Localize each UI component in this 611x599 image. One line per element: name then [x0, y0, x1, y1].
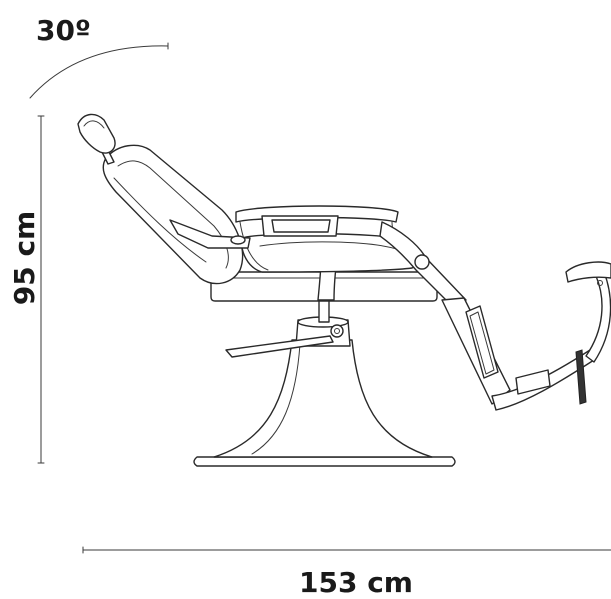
chair-base-plate: [193, 456, 456, 467]
backrest: [102, 144, 251, 285]
armrest-side: [239, 221, 269, 271]
chair-pedestal: [213, 339, 433, 458]
angle-label: 30º: [36, 14, 91, 47]
length-label: 153 cm: [299, 566, 413, 599]
pump-pedal-pivot: [330, 324, 344, 338]
footrest-pad: [565, 261, 611, 283]
backrest-inner-seam: [117, 160, 229, 269]
headrest-pad-edge: [83, 120, 105, 129]
footrest-panel-inner: [469, 311, 495, 375]
backrest-hinge: [169, 219, 251, 249]
backrest-hinge-knob: [230, 235, 246, 245]
footrest-curve: [585, 271, 611, 363]
headrest-pad: [77, 113, 116, 154]
backrest-cushion: [102, 144, 244, 285]
pedestal-highlight: [251, 343, 301, 455]
armrest-window: [271, 219, 331, 233]
footrest: [379, 221, 611, 411]
length-dimension: 153 cm: [82, 546, 611, 599]
footrest-panel: [465, 305, 499, 379]
angle-arc: [29, 45, 169, 99]
footrest-clamp: [515, 369, 551, 395]
angle-dimension: 30º: [29, 14, 169, 99]
barber-chair: [77, 113, 611, 467]
pump-pedal-arm: [225, 335, 334, 358]
seat-cushion-seam: [259, 241, 401, 251]
footrest-lever: [575, 349, 587, 405]
headrest: [77, 113, 116, 165]
height-dimension: 95 cm: [8, 115, 45, 464]
backrest-frame: [113, 177, 207, 263]
height-label: 95 cm: [8, 211, 41, 306]
footrest-joint: [414, 254, 430, 270]
pump-pedal: [225, 324, 344, 358]
footrest-pad-bolt: [597, 280, 603, 286]
pump-pedal-pivot-inner: [334, 328, 340, 334]
chair-column: [318, 299, 330, 323]
